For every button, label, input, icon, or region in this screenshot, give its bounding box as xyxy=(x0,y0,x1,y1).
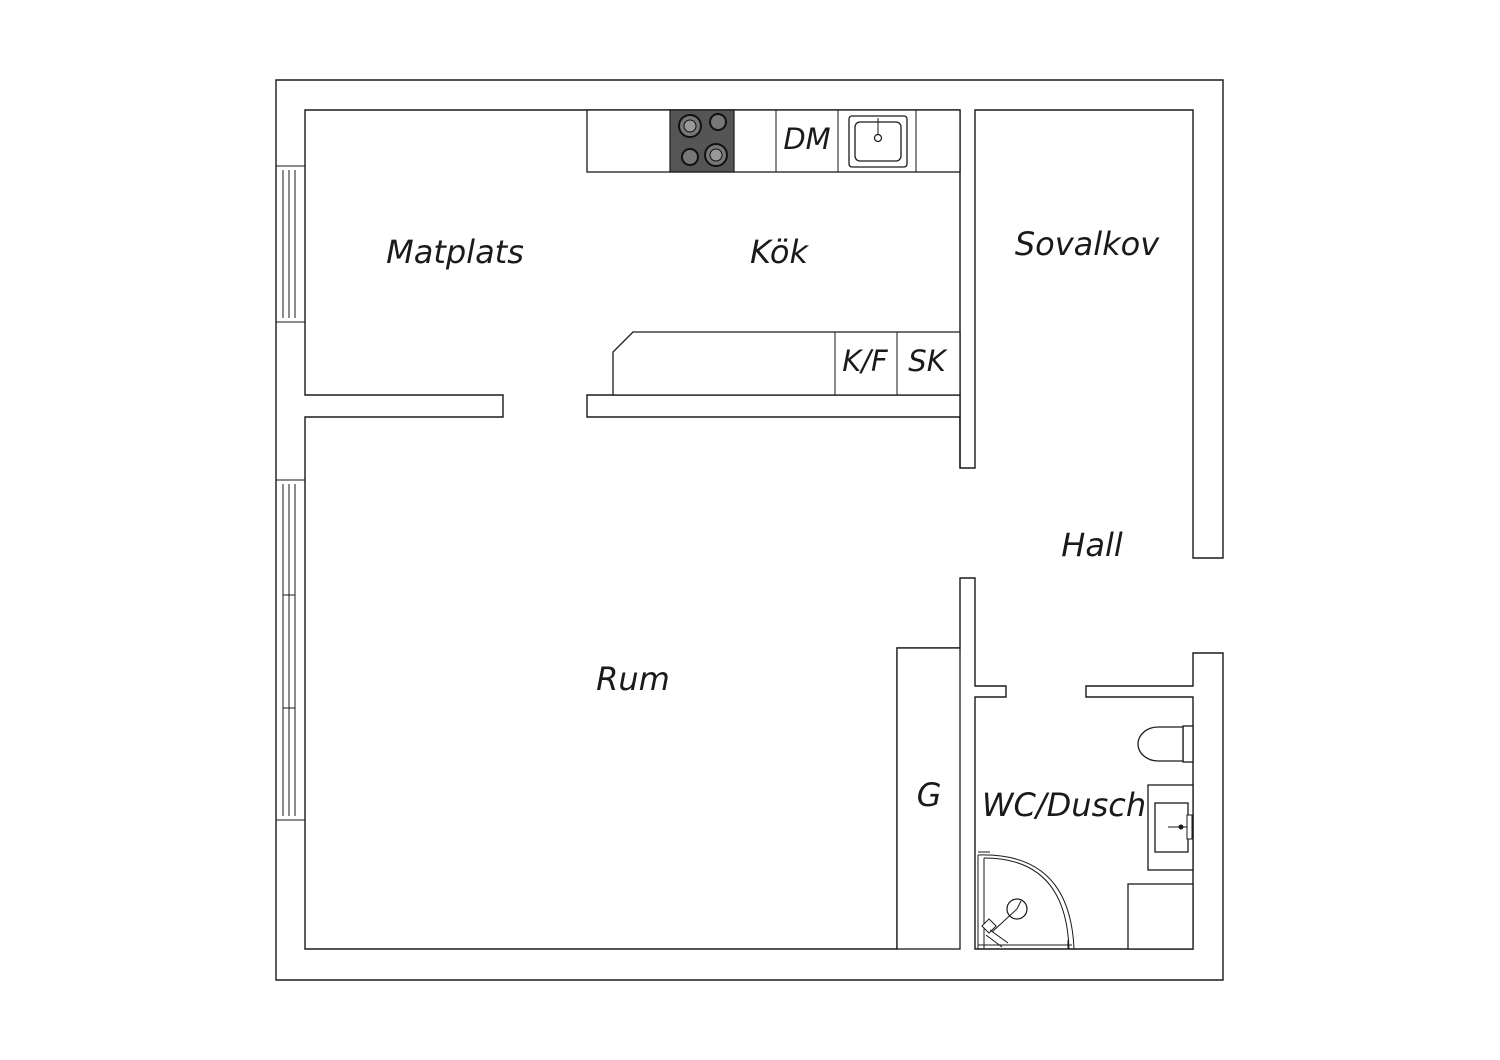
room-label-matplats: Matplats xyxy=(386,233,524,271)
wardrobe xyxy=(896,647,961,950)
kitchen-counter-lower xyxy=(612,331,961,396)
bathroom-cabinet xyxy=(1127,883,1194,950)
window-upper xyxy=(275,165,306,323)
room-label-kok: Kök xyxy=(750,233,809,271)
stove-icon xyxy=(669,109,735,173)
room-label-wc-dusch: WC/Dusch xyxy=(982,786,1146,824)
interior-walls xyxy=(586,394,961,468)
toilet-icon xyxy=(1137,725,1194,763)
fixture-label-kf: K/F xyxy=(842,344,889,378)
kitchen-sink-icon xyxy=(848,115,908,168)
shower-icon xyxy=(977,851,1075,950)
window-lower xyxy=(275,479,306,821)
room-label-sovalkov: Sovalkov xyxy=(1015,225,1160,263)
room-label-g: G xyxy=(917,776,942,814)
fixture-label-sk: SK xyxy=(908,344,947,378)
room-label-rum: Rum xyxy=(596,660,670,698)
washbasin-icon xyxy=(1147,784,1194,871)
room-label-hall: Hall xyxy=(1061,526,1123,564)
fixture-label-dm: DM xyxy=(783,122,830,156)
